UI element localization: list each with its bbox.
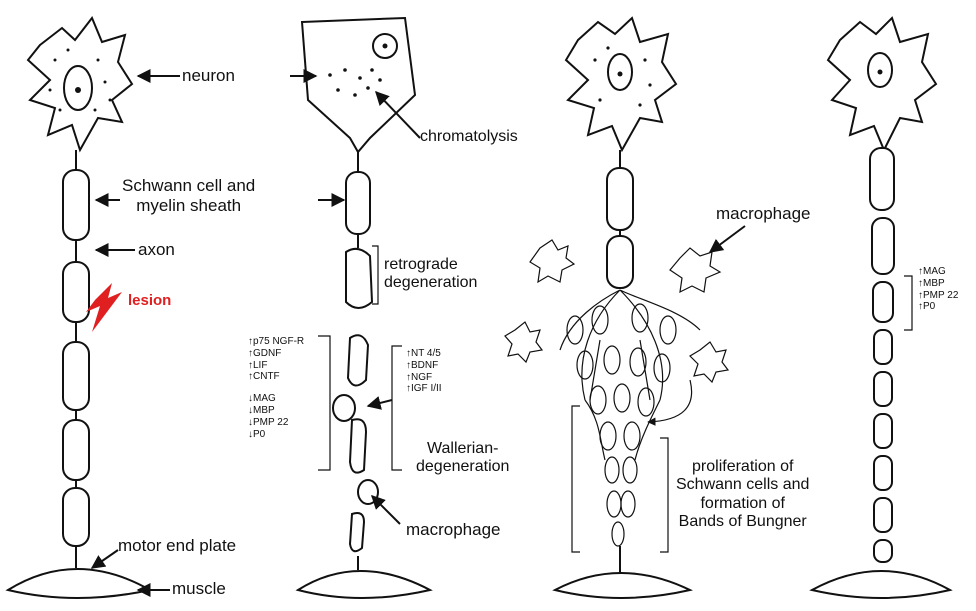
- panel4-list-item: ↑MBP: [918, 278, 958, 290]
- neuron-cell-body-1: [28, 18, 132, 150]
- list-left-item: ↑p75 NGF-R: [248, 336, 304, 348]
- retro-label-line-1: retrograde: [384, 256, 477, 274]
- upregulated-list-right: ↑NT 4/5 ↑BDNF ↑NGF ↑IGF I/II: [406, 348, 442, 395]
- schwann-cell-label: Schwann cell and myelin sheath: [122, 176, 255, 215]
- muscle-4: [812, 571, 950, 598]
- panel4-bracket: [904, 276, 912, 330]
- panel-2-wallerian: [290, 18, 430, 598]
- lesion-label: lesion: [128, 292, 171, 309]
- wallerian-bracket: [392, 346, 402, 470]
- prolif-label-line-2: Schwann cells and: [676, 476, 809, 494]
- muscle-2: [298, 571, 430, 598]
- myelin-segments-1: [63, 170, 89, 546]
- list-left-item: ↑LIF: [248, 360, 304, 372]
- lesion-bolt: [86, 283, 122, 332]
- wallerian-label-line-2: degeneration: [416, 458, 509, 476]
- list-right-item: ↑NGF: [406, 372, 442, 384]
- macrophage-cell-a: [530, 240, 574, 282]
- macrophage-label-2: macrophage: [406, 520, 501, 540]
- retro-label-line-2: degeneration: [384, 274, 477, 292]
- macrophage-cell-b: [505, 322, 542, 362]
- right-band-bracket: [660, 438, 668, 552]
- retrograde-degeneration-label: retrograde degeneration: [384, 256, 477, 293]
- list-right-item: ↑BDNF: [406, 360, 442, 372]
- upregulated-downregulated-list-left: ↑p75 NGF-R ↑GDNF ↑LIF ↑CNTF ↓MAG ↓MBP ↓P…: [248, 336, 304, 440]
- motor-end-plate-label: motor end plate: [118, 536, 236, 556]
- prolif-label-line-1: proliferation of: [676, 458, 809, 476]
- muscle-3: [555, 573, 690, 598]
- degenerating-fragments-2: [333, 335, 378, 551]
- neuron-cell-body-2: [302, 18, 415, 152]
- myelin-segments-4: [870, 148, 894, 562]
- macrophage-label-3: macrophage: [716, 204, 811, 224]
- neuron-cell-body-3: [566, 18, 676, 150]
- macrophage-cell-c: [670, 248, 720, 292]
- retro-bracket: [372, 246, 378, 304]
- list-left-item: ↓MAG: [248, 393, 304, 405]
- list-left-spacer: [248, 383, 304, 393]
- wallerian-degeneration-label: Wallerian- degeneration: [416, 440, 509, 477]
- axon-label: axon: [138, 240, 175, 260]
- chromatolysis-label: chromatolysis: [420, 128, 518, 146]
- list-left-item: ↓P0: [248, 429, 304, 441]
- wallerian-label-line-1: Wallerian-: [416, 440, 509, 458]
- muscle-1: [8, 569, 150, 598]
- neuron-label: neuron: [182, 66, 235, 86]
- list-left-item: ↑CNTF: [248, 371, 304, 383]
- list-right-item: ↑NT 4/5: [406, 348, 442, 360]
- prolif-label-line-3: formation of: [676, 495, 809, 513]
- muscle-label: muscle: [172, 579, 226, 599]
- upregulated-myelin-proteins-list: ↑MAG ↑MBP ↑PMP 22 ↑P0: [918, 266, 958, 313]
- schwann-label-line-1: Schwann cell and: [122, 176, 255, 196]
- schwann-proliferation-label: proliferation of Schwann cells and forma…: [676, 458, 809, 532]
- schwann-label-line-2: myelin sheath: [122, 196, 255, 216]
- list-left-item: ↓PMP 22: [248, 417, 304, 429]
- neuron-cell-body-4: [828, 18, 936, 150]
- panel4-list-item: ↑P0: [918, 301, 958, 313]
- prolif-label-line-4: Bands of Bungner: [676, 513, 809, 531]
- list-right-item: ↑IGF I/II: [406, 383, 442, 395]
- left-band-bracket: [572, 406, 580, 552]
- macrophage-cell-d: [690, 342, 728, 382]
- left-list-bracket: [318, 336, 330, 470]
- list-left-item: ↑GDNF: [248, 348, 304, 360]
- panel4-list-item: ↑MAG: [918, 266, 958, 278]
- list-left-item: ↓MBP: [248, 405, 304, 417]
- panel4-list-item: ↑PMP 22: [918, 290, 958, 302]
